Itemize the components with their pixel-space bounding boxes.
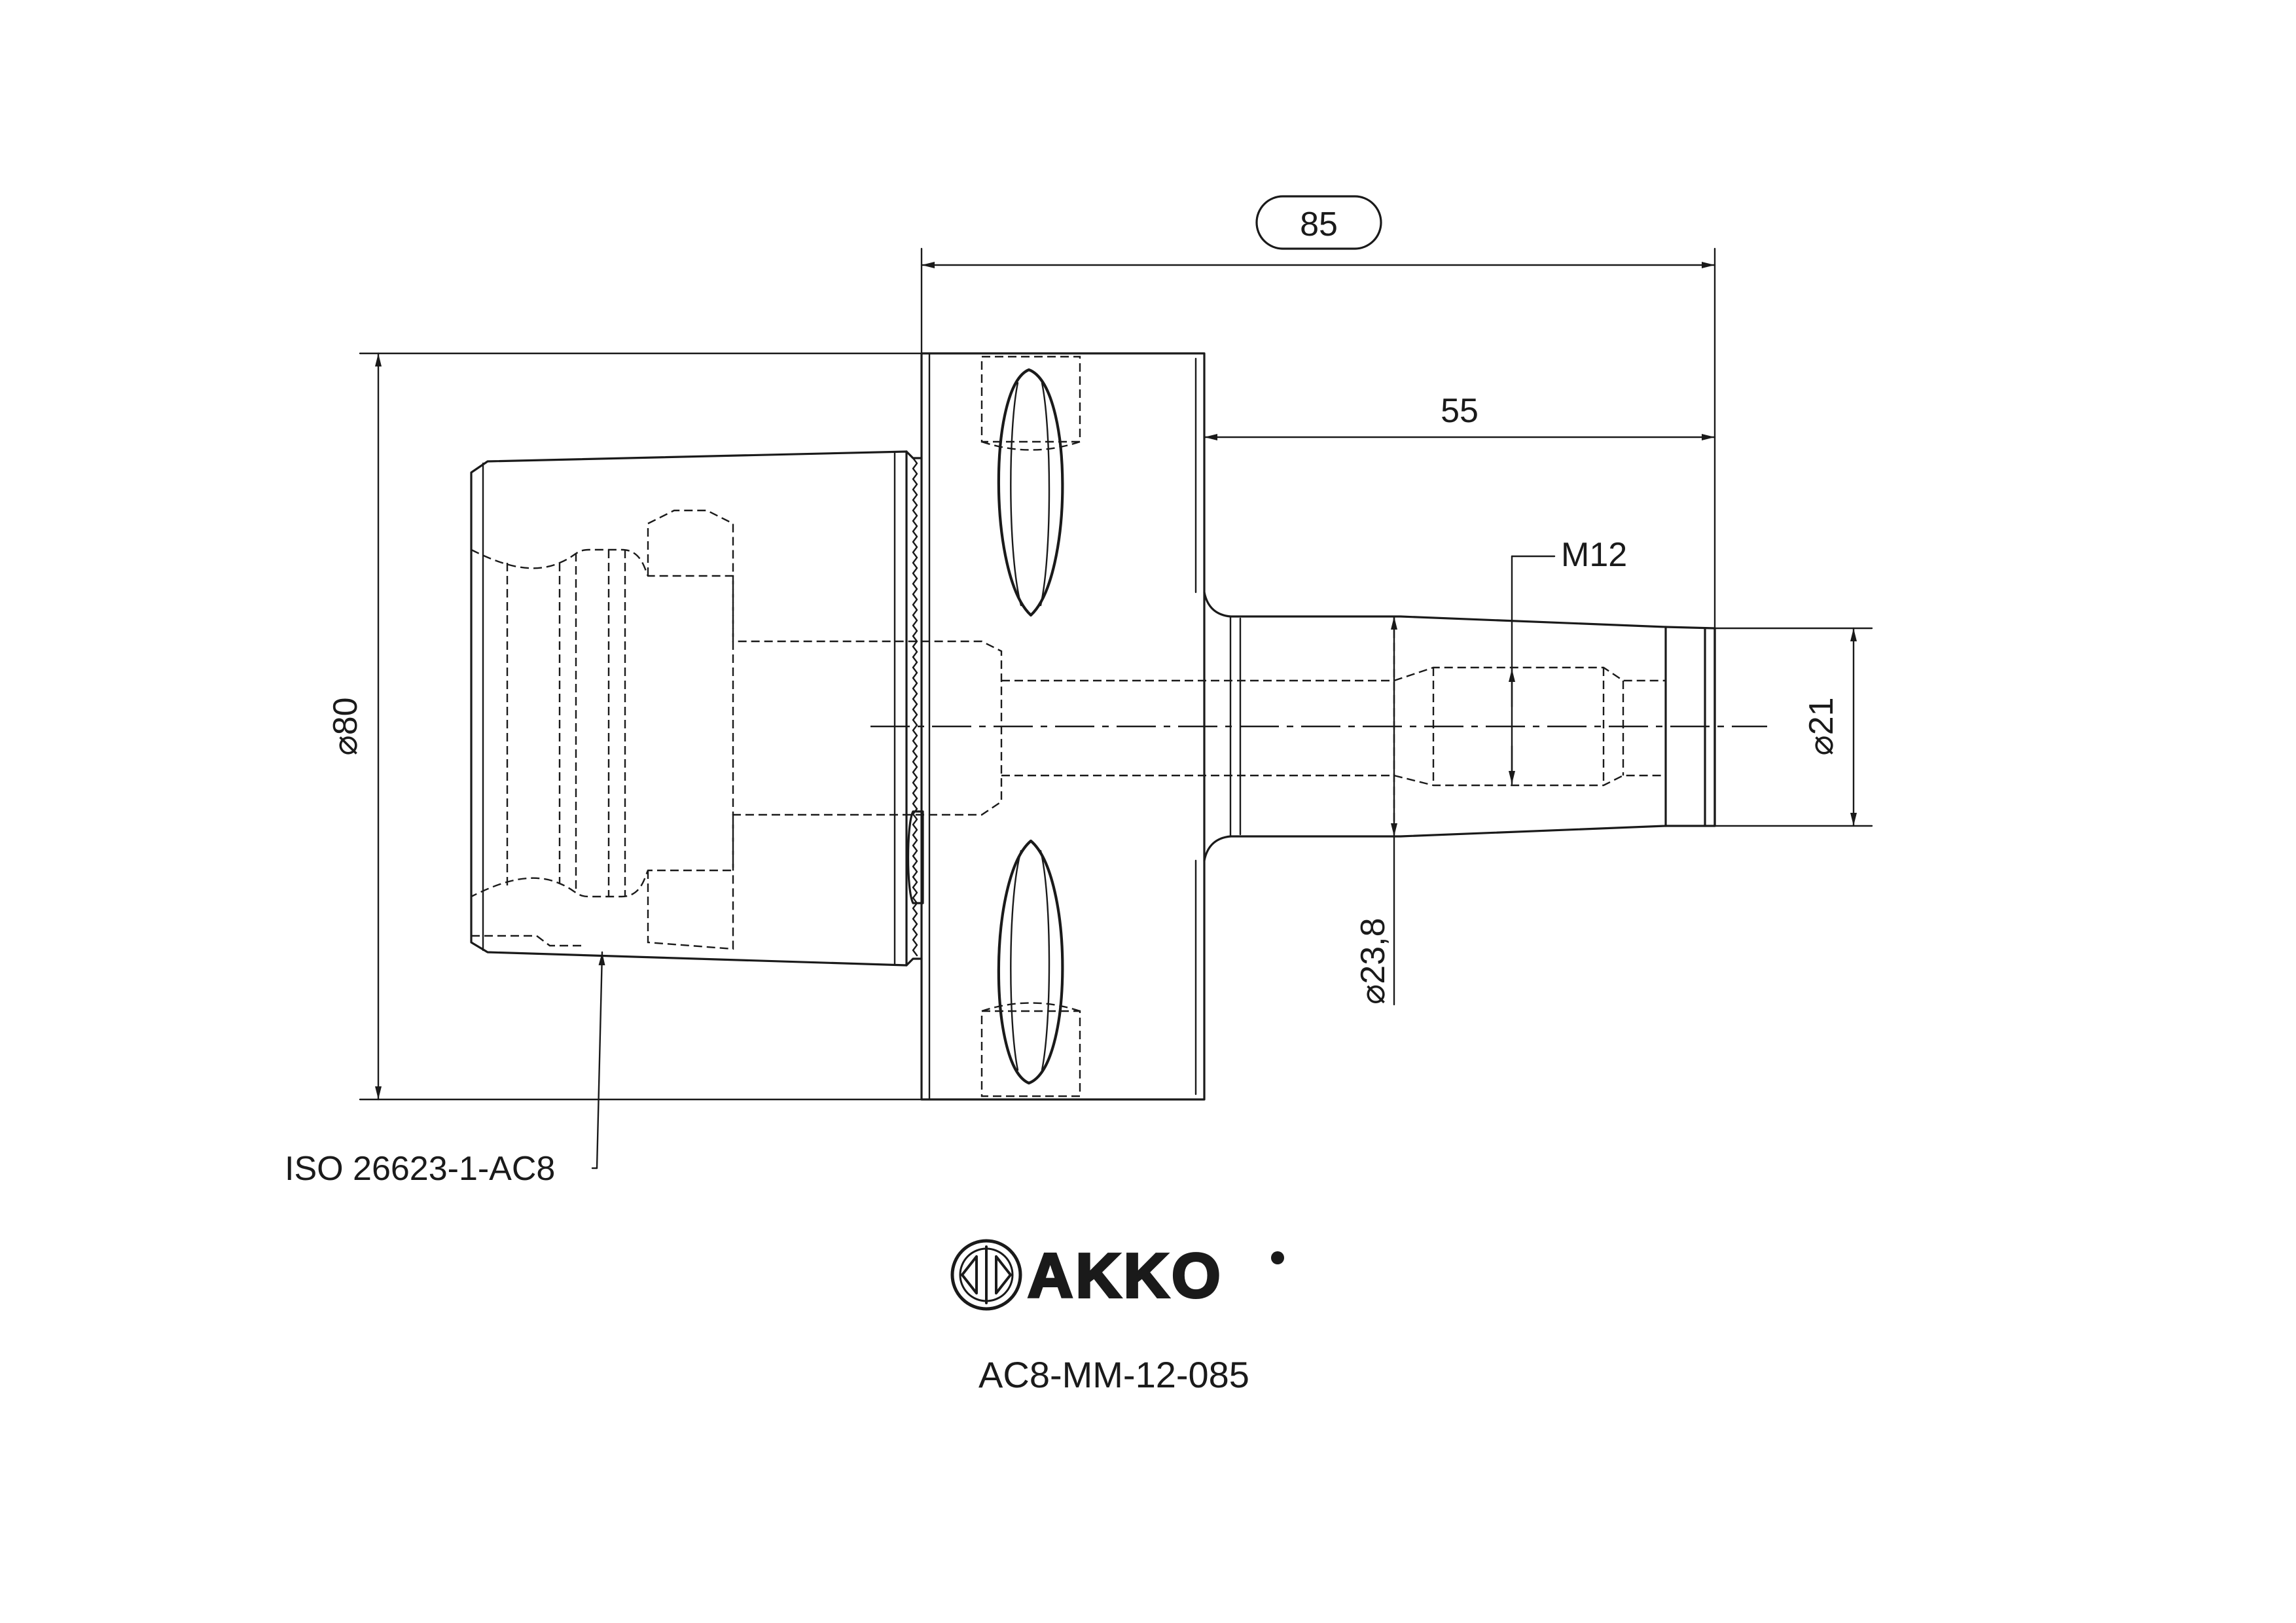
dimension-m12: M12 — [1509, 536, 1627, 785]
contact-band — [912, 457, 918, 957]
akko-emblem-icon — [950, 1239, 1022, 1311]
hidden-lower-step — [471, 935, 583, 947]
drive-slot-upper-inner — [1010, 382, 1022, 607]
dim-d80-text: ⌀80 — [327, 697, 365, 755]
neck-fillet-lower — [1203, 835, 1232, 862]
coupling-outline — [470, 450, 908, 967]
registered-dot — [1271, 1251, 1284, 1264]
dim-85-text: 85 — [1300, 205, 1338, 243]
drive-slot-lower-inner2 — [1039, 849, 1050, 1071]
drive-slot-upper-inner2 — [1039, 382, 1050, 607]
dim-55-text: 55 — [1441, 392, 1479, 430]
inspection-box — [1255, 195, 1382, 250]
coupling-contact-lower — [905, 957, 923, 967]
slot-hidden-upper-arc — [981, 440, 1081, 451]
part-number: AC8-MM-12-085 — [978, 1354, 1249, 1395]
dim-d238-text: ⌀23,8 — [1354, 918, 1392, 1005]
iso-callout-text: ISO 26623-1-AC8 — [285, 1150, 555, 1188]
neck-fillet-upper — [1203, 591, 1232, 618]
coupling-contact — [905, 450, 923, 459]
dimension-d238: ⌀23,8 — [1354, 615, 1397, 1006]
drive-slot-lower — [997, 839, 1064, 1085]
locating-pin — [906, 810, 924, 904]
part-outline — [470, 352, 1716, 1101]
drive-slot-upper — [997, 368, 1064, 617]
slot-hidden-lower-arc — [981, 1002, 1081, 1012]
hidden-coolant-channel — [1001, 679, 1394, 777]
dimension-d80: ⌀80 — [327, 352, 923, 1101]
akko-wordmark: AKKO — [1028, 1241, 1223, 1311]
akko-logo: AKKO — [950, 1239, 1284, 1312]
dim-d21-text: ⌀21 — [1803, 697, 1840, 755]
dimension-85: 85 — [920, 195, 1716, 630]
dim-m12-text: M12 — [1561, 536, 1627, 574]
hidden-cavity-tail — [647, 870, 734, 950]
hidden-features — [471, 509, 1666, 950]
drive-slot-lower-inner — [1010, 849, 1022, 1071]
dimension-d21: ⌀21 — [1713, 627, 1873, 827]
dimension-55: 55 — [1203, 392, 1716, 440]
iso-callout: ISO 26623-1-AC8 — [285, 951, 605, 1188]
hidden-cavity-head — [647, 509, 734, 576]
